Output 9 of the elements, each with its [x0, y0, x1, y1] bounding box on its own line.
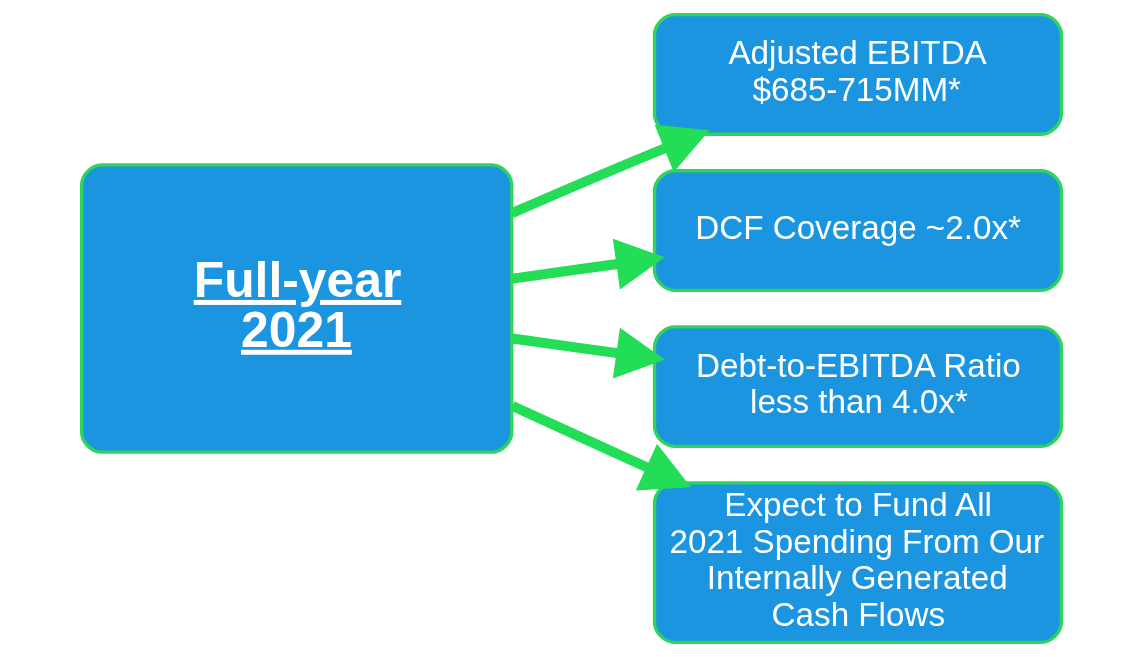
arrow	[511, 327, 665, 379]
node-box: Adjusted EBITDA $685-715MM*	[652, 13, 1063, 136]
arrow	[511, 238, 665, 290]
node-box: Expect to Fund All 2021 Spending From Our Internally Generated Cash Flows	[652, 481, 1063, 644]
node-box: Debt-to-EBITDA Ratio less than 4.0x*	[652, 325, 1063, 449]
arrow	[509, 124, 710, 218]
node-box: Full-year 2021	[79, 163, 513, 454]
node-box: DCF Coverage ~2.0x*	[652, 169, 1063, 292]
arrow	[509, 401, 691, 491]
